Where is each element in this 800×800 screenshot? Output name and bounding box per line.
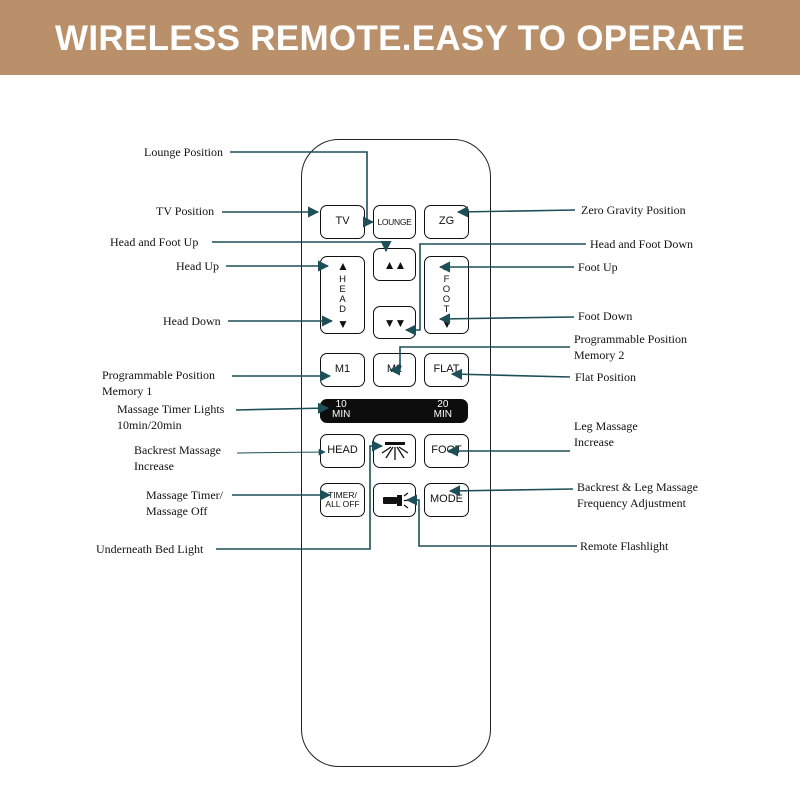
bed-light-icon: [381, 442, 408, 460]
leader-timer-lights: [235, 402, 330, 414]
leader-lounge-position: [230, 151, 375, 228]
callout-foot-down: Foot Down: [578, 309, 633, 323]
callout-massage-timer-off: Massage Timer/ Massage Off: [146, 488, 224, 518]
leader-remote-flashlight: [405, 494, 577, 547]
flat-button-label: FLAT: [433, 363, 460, 376]
foot-letter: F: [443, 274, 450, 286]
callout-massage-timer-lights: Massage Timer Lights 10min/20min: [117, 402, 225, 432]
timer-10-min-label: 10 MIN: [332, 399, 351, 420]
m1-button[interactable]: M1: [320, 353, 365, 387]
callout-head-down: Head Down: [163, 314, 221, 328]
callout-backrest-massage-increase: Backrest Massage Increase: [134, 443, 221, 473]
head-letter: H: [339, 274, 346, 286]
leader-head-and-foot-up: [212, 240, 392, 253]
callout-foot-up: Foot Up: [578, 260, 618, 274]
zg-button-label: ZG: [438, 215, 455, 228]
foot-vertical-label: F O O T: [443, 275, 450, 315]
callout-flat-position: Flat Position: [575, 370, 637, 384]
head-down-arrow-icon: ▼: [337, 317, 349, 331]
head-and-foot-up-button[interactable]: ▲▲: [373, 248, 416, 281]
double-up-arrow-icon: ▲▲: [383, 257, 407, 272]
callout-programmable-memory-1: Programmable Position Memory 1: [102, 368, 215, 398]
head-up-arrow-icon: ▲: [337, 259, 349, 273]
flashlight-icon: [382, 492, 409, 509]
massage-timer-light-bar: 10 MIN 20 MIN: [320, 399, 468, 423]
callout-tv-position: TV Position: [156, 204, 215, 218]
timer-all-off-label: TIMER/ ALL OFF: [325, 490, 360, 509]
leader-flat-position: [450, 368, 571, 380]
foot-letter: O: [442, 294, 451, 305]
flat-button[interactable]: FLAT: [424, 353, 469, 387]
header-banner: [0, 0, 800, 75]
banner-title: WIRELESS REMOTE.EASY TO OPERATE: [55, 19, 745, 58]
lounge-button[interactable]: LOUNGE: [373, 205, 416, 239]
leader-head-foot-down: [404, 243, 586, 336]
head-vertical-label: H E A D: [339, 275, 346, 315]
leader-bed-light: [216, 440, 384, 550]
callout-underneath-bed-light: Underneath Bed Light: [96, 542, 204, 556]
callout-zero-gravity-position: Zero Gravity Position: [581, 203, 686, 217]
timer-20-min-label: 20 MIN: [433, 399, 452, 420]
head-massage-button[interactable]: HEAD: [320, 434, 365, 468]
head-letter: A: [339, 294, 346, 305]
leader-backrest-massage: [236, 448, 326, 456]
callout-head-and-foot-up: Head and Foot Up: [110, 235, 199, 249]
m1-button-label: M1: [334, 363, 351, 376]
foot-letter: O: [442, 284, 451, 296]
mode-button-label: MODE: [430, 493, 463, 506]
leader-foot-down: [438, 313, 575, 325]
head-letter: D: [339, 303, 346, 315]
callout-leg-massage-increase: Leg Massage Increase: [574, 419, 638, 449]
leader-memory-2: [388, 346, 570, 376]
leader-frequency-adjustment: [448, 485, 574, 497]
callout-head-up: Head Up: [176, 259, 219, 273]
foot-massage-label: FOOT: [431, 444, 462, 457]
callout-frequency-adjustment: Backrest & Leg Massage Frequency Adjustm…: [577, 480, 698, 510]
callout-head-and-foot-down: Head and Foot Down: [590, 237, 693, 251]
double-down-arrow-icon: ▼▼: [383, 315, 407, 330]
callout-programmable-memory-2: Programmable Position Memory 2: [574, 332, 687, 362]
leader-zero-gravity: [456, 206, 576, 218]
mode-button[interactable]: MODE: [424, 483, 469, 517]
foot-letter: T: [443, 303, 450, 315]
callout-lounge-position: Lounge Position: [144, 145, 224, 159]
tv-button-label: TV: [335, 215, 350, 228]
lounge-button-label: LOUNGE: [377, 216, 412, 227]
head-massage-label: HEAD: [327, 444, 358, 457]
head-letter: E: [339, 284, 346, 296]
callout-remote-flashlight: Remote Flashlight: [580, 539, 669, 553]
